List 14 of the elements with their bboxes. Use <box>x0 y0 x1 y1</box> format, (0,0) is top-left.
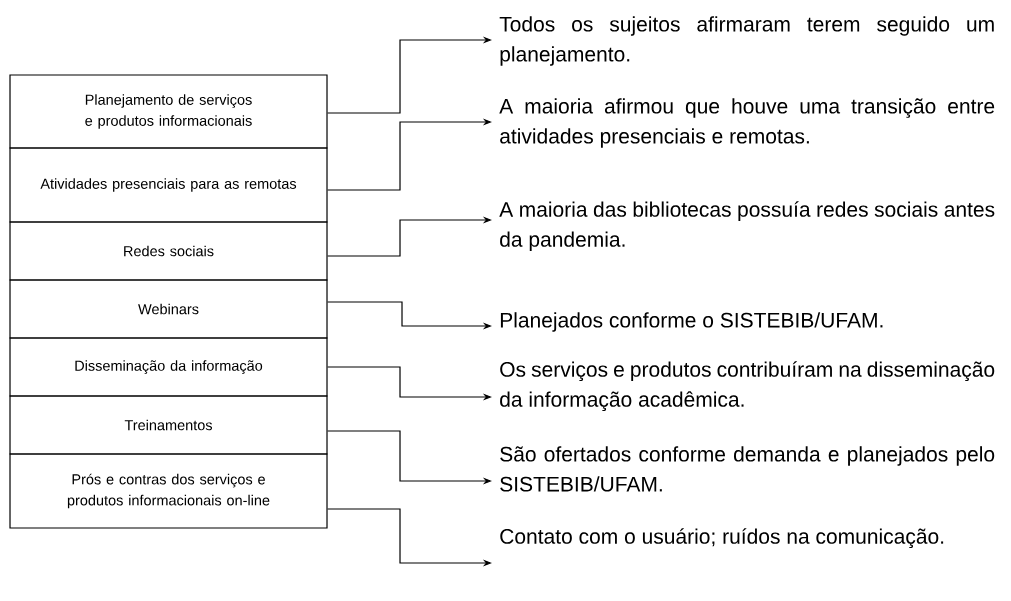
result-text: Contato com o usuário; ruídos na comunicação. <box>500 528 944 549</box>
category-box: Atividades presenciais para as remotas <box>9 147 328 223</box>
result-text: Todos os sujeitos afirmaram terem seguido um planejamento. <box>499 16 994 66</box>
category-box: Treinamentos <box>9 395 328 455</box>
category-box: Webinars <box>9 279 328 339</box>
category-box: Redes sociais <box>9 221 328 281</box>
category-box: Planejamento de serviços e produtos informacionais <box>9 74 328 149</box>
result-text: A maioria das bibliotecas possuía redes sociais antes da pandemia. <box>499 201 995 251</box>
result-text: Planejados conforme o SISTEBIB/UFAM. <box>500 312 883 332</box>
result-text: A maioria afirmou que houve uma transição entre atividades presenciais e remotas. <box>499 98 995 148</box>
result-text: Os serviços e produtos contribuíram na disseminação da informação acadêmica. <box>500 361 995 412</box>
category-box: Disseminação da informação <box>9 337 328 397</box>
category-box: Prós e contras dos serviços e produtos informacionais on-line <box>9 453 328 529</box>
result-text: São ofertados conforme demanda e planejados pelo SISTEBIB/UFAM. <box>500 446 995 492</box>
